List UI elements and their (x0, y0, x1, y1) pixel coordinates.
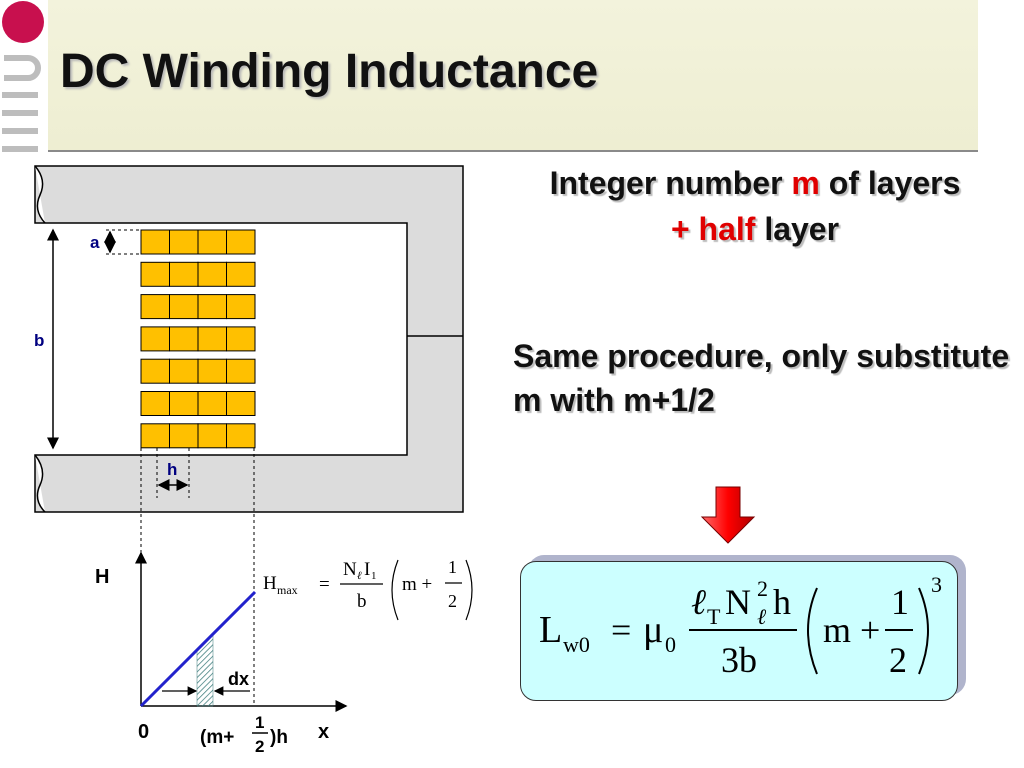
lw0-frac-den: 2 (889, 640, 907, 680)
winding-turn (197, 326, 227, 352)
winding-turn (140, 423, 170, 449)
lw0-left-paren (807, 587, 818, 675)
inductance-formula-box: L w0 = μ 0 ℓ T N 2 ℓ h 3b m + 1 2 3 (520, 561, 958, 701)
winding-turn (140, 294, 170, 320)
winding-turn (197, 294, 227, 320)
winding-turn (197, 423, 227, 449)
lw0-num-N-sub: ℓ (757, 604, 767, 629)
lw0-right-paren (918, 587, 929, 675)
xend-num: 1 (255, 713, 264, 732)
hmax-frac-den: 2 (448, 591, 457, 611)
hmax-right-paren (465, 559, 473, 621)
winding-turn (169, 229, 199, 255)
hmax-formula: H max = N ℓ I 1 b m + 1 2 (263, 557, 473, 621)
magnetic-core (34, 165, 464, 513)
lw0-power: 3 (931, 572, 942, 597)
winding-turn (169, 423, 199, 449)
hmax-num-I: I (364, 559, 370, 580)
winding-turn (169, 326, 199, 352)
winding-turn (226, 294, 256, 320)
hmax-den: b (357, 591, 367, 612)
winding-layers (140, 229, 256, 449)
label-b: b (34, 331, 44, 350)
lw0-lhs: L (539, 609, 562, 651)
dx-hatched-strip (196, 633, 214, 707)
lw0-equals: = (611, 610, 631, 650)
h-field-line (139, 590, 257, 708)
label-H-axis: H (95, 566, 109, 588)
hmax-left-paren (391, 559, 399, 621)
hmax-lhs: H (263, 573, 277, 594)
down-arrow-icon (700, 486, 756, 544)
winding-turn (226, 261, 256, 287)
lw0-lhs-sub: w0 (563, 632, 590, 657)
xend-den: 2 (255, 737, 264, 756)
lw0-num-N-sup: 2 (757, 576, 768, 601)
winding-turn (140, 326, 170, 352)
lw0-num-l-sub: T (707, 604, 721, 629)
lw0-num-h: h (773, 582, 791, 622)
university-logo-icon (2, 1, 44, 152)
label-dx: dx (228, 669, 249, 689)
integer-suffix: of layers (819, 165, 961, 201)
label-h: h (167, 460, 177, 479)
hmax-num-N: N (343, 559, 357, 580)
winding-turn (169, 261, 199, 287)
hmax-lhs-sub: max (277, 583, 298, 597)
winding-turn (140, 229, 170, 255)
integer-prefix: Integer number (549, 165, 792, 201)
hmax-num-sub2: 1 (371, 570, 377, 582)
winding-turn (226, 229, 256, 255)
lw0-mu-sub: 0 (665, 632, 676, 657)
integer-m-highlight: m (791, 165, 820, 201)
winding-turn (226, 358, 256, 384)
winding-turn (197, 229, 227, 255)
winding-turn (140, 358, 170, 384)
label-x-axis: x (318, 721, 329, 743)
hmax-equals: = (319, 574, 330, 595)
hmax-frac-num: 1 (448, 557, 457, 577)
winding-turn (169, 391, 199, 416)
winding-turn (169, 358, 199, 384)
winding-turn (197, 391, 227, 416)
lw0-mu: μ (643, 609, 663, 651)
inductance-formula: L w0 = μ 0 ℓ T N 2 ℓ h 3b m + 1 2 3 (539, 572, 942, 680)
winding-diagram: b a h H x 0 dx (m+ 1 2 )h H max = N ℓ I … (34, 165, 473, 756)
page-title: DC Winding Inductance (60, 45, 599, 98)
integer-layers-text: Integer number m of layers (470, 165, 1024, 202)
half-suffix: layer (755, 211, 840, 247)
lw0-num-N: N (725, 582, 751, 622)
same-procedure-text: Same procedure, only substitute m with m… (513, 338, 1010, 418)
winding-turn (140, 391, 170, 416)
xend-prefix: (m+ (200, 727, 234, 748)
winding-turn (140, 261, 170, 287)
lw0-paren-m: m + (823, 610, 880, 650)
half-layer-text: + half layer (470, 211, 1024, 248)
winding-turn (197, 358, 227, 384)
hmax-num-sub1: ℓ (357, 570, 362, 582)
winding-turn (226, 423, 256, 449)
hmax-paren-m: m + (402, 574, 432, 595)
lw0-den: 3b (721, 640, 757, 680)
half-highlight: + half (670, 211, 756, 247)
label-origin: 0 (138, 721, 149, 743)
title-bar (48, 0, 978, 152)
winding-turn (169, 294, 199, 320)
winding-turn (226, 326, 256, 352)
label-a: a (90, 233, 100, 252)
lw0-num-l: ℓ (691, 582, 706, 622)
winding-turn (197, 261, 227, 287)
lw0-frac-num: 1 (891, 582, 909, 622)
winding-turn (226, 391, 256, 416)
xend-suffix: )h (270, 727, 288, 748)
